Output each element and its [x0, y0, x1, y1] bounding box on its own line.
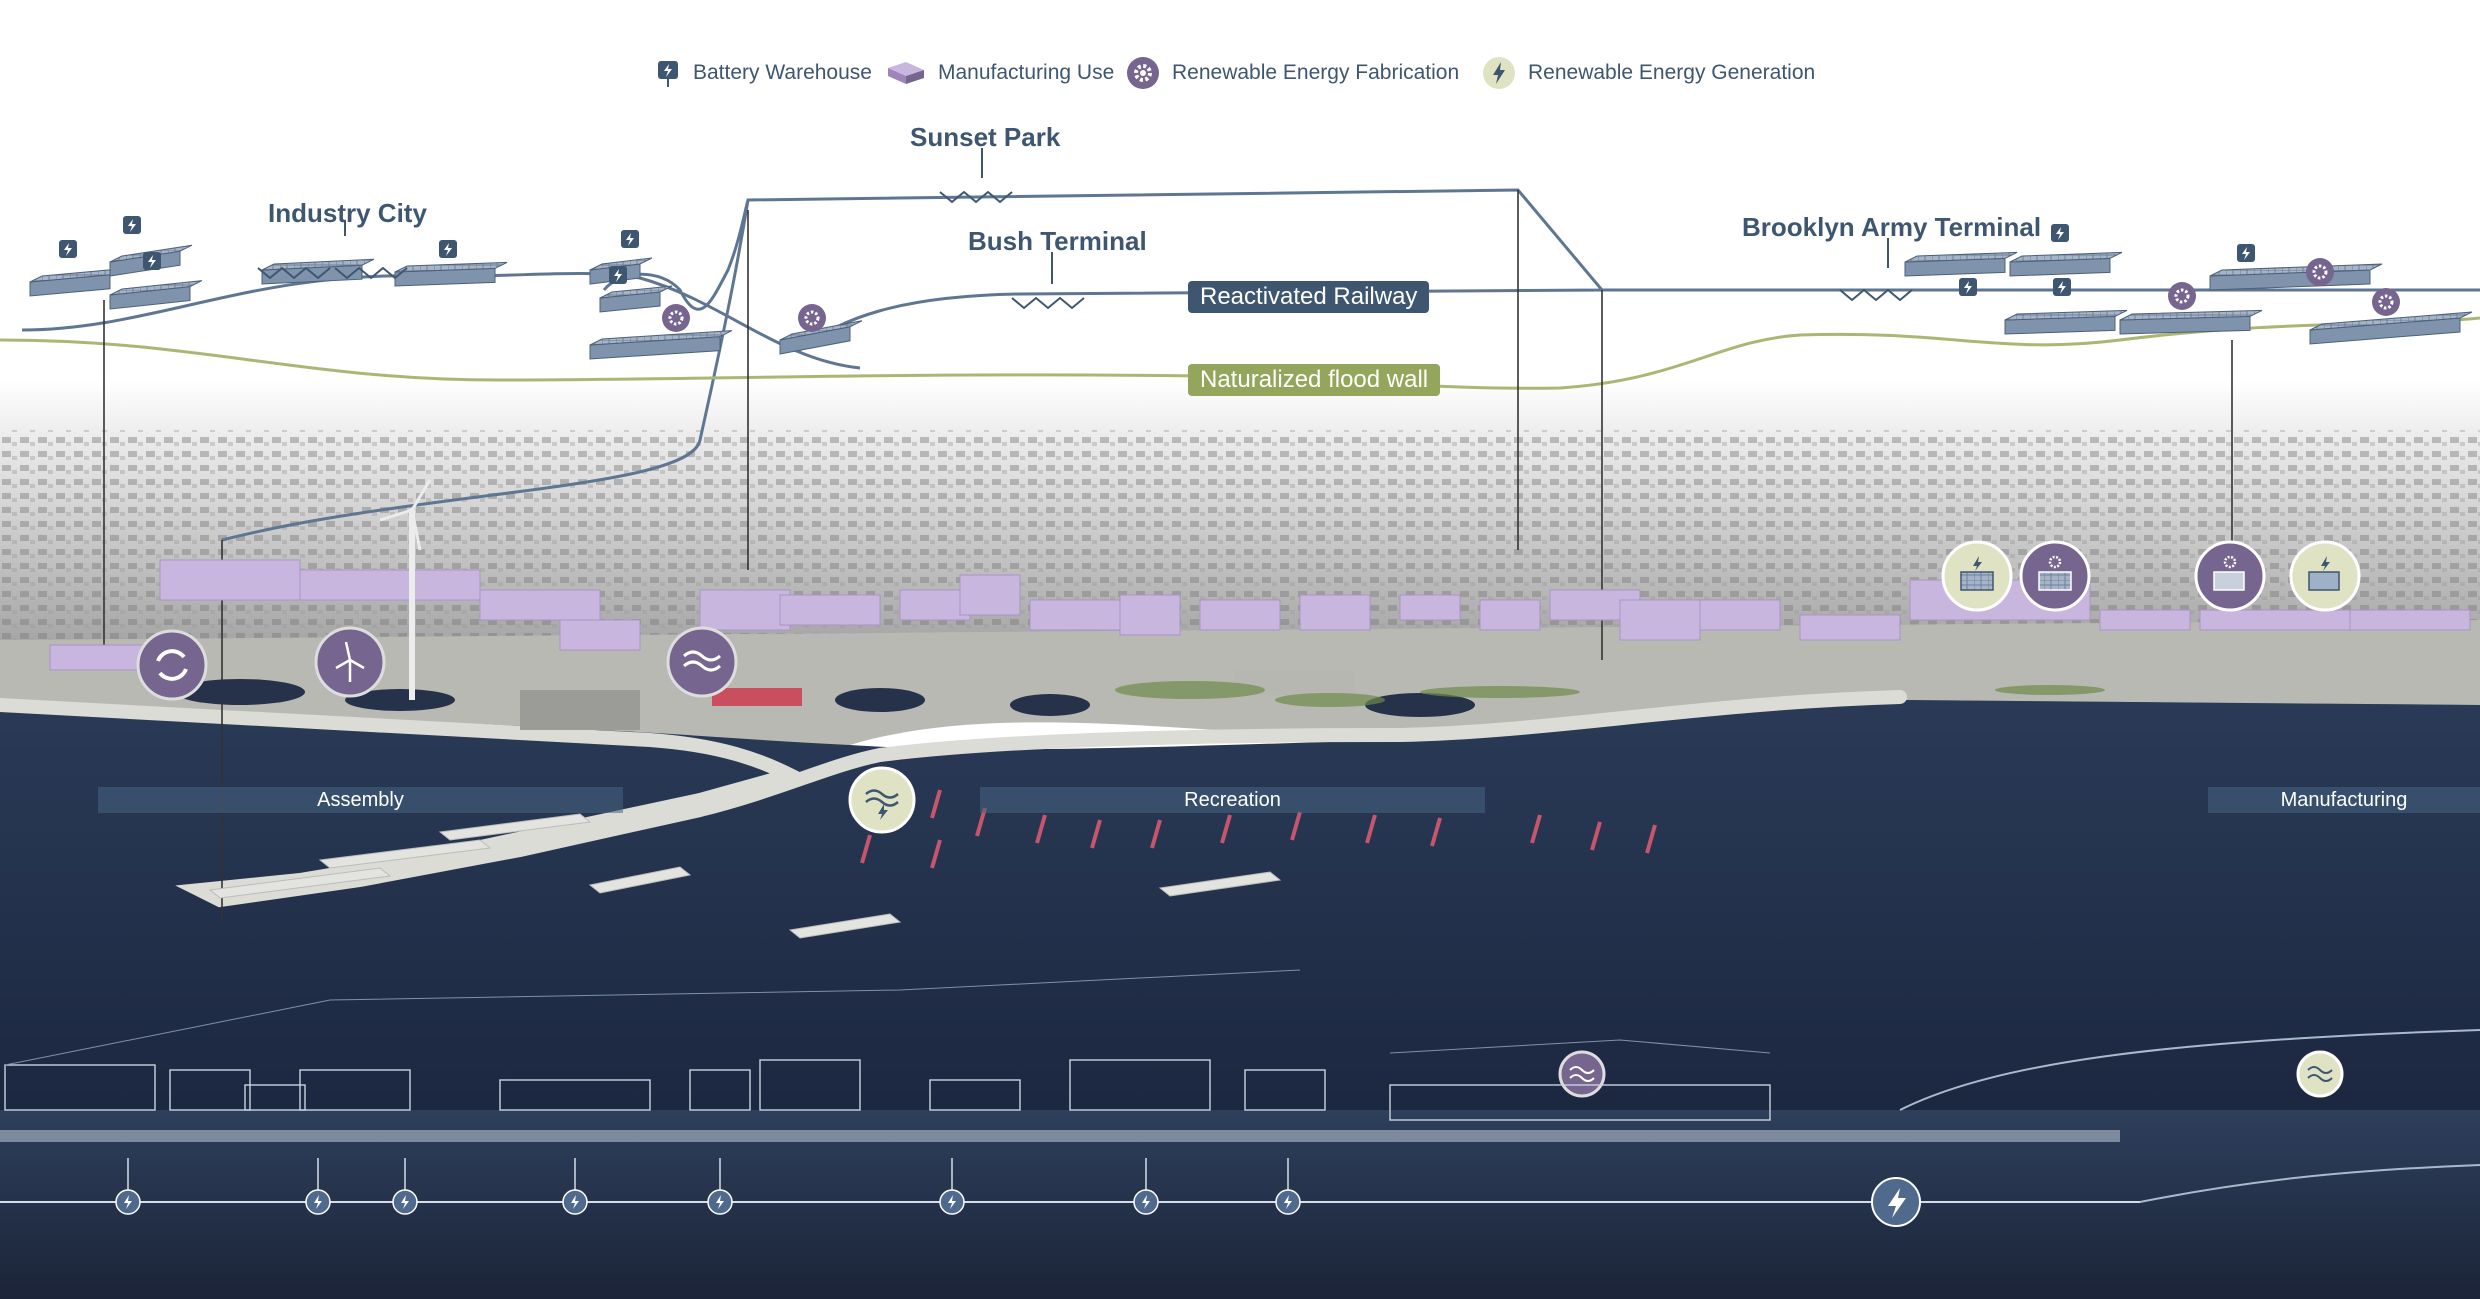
gray-industrial-block: [520, 690, 640, 730]
wind-turbine-icon: [316, 628, 384, 696]
battery-warehouse-icon: [609, 266, 627, 284]
green-park: [1995, 685, 2105, 695]
site-label-sunset-park: Sunset Park: [910, 122, 1060, 153]
warehouse: [395, 262, 507, 286]
solar-panel-icon: [1943, 542, 2011, 610]
warehouse: [600, 286, 672, 312]
wave-energy-icon: [2298, 1052, 2342, 1096]
green-park: [1420, 686, 1580, 698]
warehouse: [2120, 310, 2262, 334]
manufacturing-building: [1480, 600, 1540, 630]
legend-label: Battery Warehouse: [693, 61, 872, 85]
warehouse: [2005, 310, 2127, 334]
battery-warehouse-icon: [1959, 278, 1977, 296]
battery-warehouse-icon: [655, 57, 681, 89]
basin: [835, 688, 925, 712]
green-park: [1275, 693, 1385, 707]
manufacturing-building: [2100, 610, 2190, 630]
manufacturing-building: [1800, 615, 1900, 640]
manufacturing-building: [480, 590, 600, 620]
zone-label-recreation: Recreation: [980, 787, 1485, 813]
green-park: [1115, 681, 1265, 699]
manufacturing-building: [1700, 600, 1780, 630]
battery-fabrication-icon: [2196, 542, 2264, 610]
manufacturing-building: [300, 570, 480, 600]
battery-warehouse-icon: [621, 230, 639, 248]
warehouse: [30, 269, 122, 296]
zone-label-manufacturing: Manufacturing: [2208, 787, 2480, 813]
basin: [1010, 694, 1090, 716]
site-label-brooklyn-army-terminal: Brooklyn Army Terminal: [1742, 212, 2041, 243]
battery-warehouse-icon: [2053, 278, 2071, 296]
gear-icon: [2306, 258, 2334, 286]
gear-icon: [2168, 282, 2196, 310]
red-warehouse-block: [712, 688, 802, 706]
railway-label: Reactivated Railway: [1188, 281, 1429, 313]
legend-item-battery-warehouse: Battery Warehouse: [655, 56, 872, 90]
gear-icon: [662, 304, 690, 332]
legend-label: Manufacturing Use: [938, 61, 1114, 85]
legend-item-renewable-energy-fabrication: Renewable Energy Fabrication: [1126, 56, 1459, 90]
manufacturing-building: [780, 595, 880, 625]
rail-station: [1012, 298, 1084, 308]
battery-warehouse-icon: [2237, 244, 2255, 262]
battery-warehouse-icon: [59, 240, 77, 258]
site-label-industry-city: Industry City: [268, 198, 427, 229]
warehouse: [590, 331, 732, 359]
battery-warehouse-icon: [143, 252, 161, 270]
wave-energy-icon: [668, 628, 736, 696]
warehouse: [2310, 312, 2472, 344]
recycle-icon: [138, 631, 206, 699]
battery-warehouse-icon: [439, 240, 457, 258]
manufacturing-building: [700, 590, 790, 630]
manufacturing-building: [1120, 595, 1180, 635]
warehouse: [2210, 264, 2382, 290]
lightning-icon: [1482, 56, 1516, 90]
legend-label: Renewable Energy Generation: [1528, 61, 1815, 85]
manufacturing-building: [2350, 610, 2470, 630]
battery-warehouse-icon: [123, 216, 141, 234]
gear-icon: [2372, 288, 2400, 316]
manufacturing-building: [1400, 595, 1460, 620]
lightning-icon: [1872, 1178, 1920, 1226]
battery-generation-icon: [2291, 542, 2359, 610]
river-water: [0, 700, 2480, 1110]
wave-lightning-icon: [850, 768, 914, 832]
manufacturing-use-icon: [886, 60, 926, 86]
legend-item-renewable-energy-generation: Renewable Energy Generation: [1482, 56, 1815, 90]
lower-ground: [0, 1130, 2120, 1142]
flood-wall-label: Naturalized flood wall: [1188, 364, 1440, 396]
gear-icon: [798, 304, 826, 332]
solar-fabrication-icon: [2021, 542, 2089, 610]
gear-icon: [1126, 56, 1160, 90]
manufacturing-building: [1200, 600, 1280, 630]
legend-item-manufacturing-use: Manufacturing Use: [886, 56, 1114, 90]
manufacturing-building: [1620, 600, 1700, 640]
zone-label-assembly: Assembly: [98, 787, 623, 813]
manufacturing-building: [1030, 600, 1120, 630]
warehouse: [1905, 252, 2017, 276]
site-label-bush-terminal: Bush Terminal: [968, 226, 1147, 257]
wave-energy-icon: [1560, 1052, 1604, 1096]
manufacturing-building: [160, 560, 300, 600]
battery-warehouse-icon: [2051, 224, 2069, 242]
manufacturing-building: [2200, 610, 2350, 630]
manufacturing-building: [1300, 595, 1370, 630]
warehouse: [2010, 252, 2122, 276]
manufacturing-building: [960, 575, 1020, 615]
legend-label: Renewable Energy Fabrication: [1172, 61, 1459, 85]
manufacturing-building: [560, 620, 640, 650]
